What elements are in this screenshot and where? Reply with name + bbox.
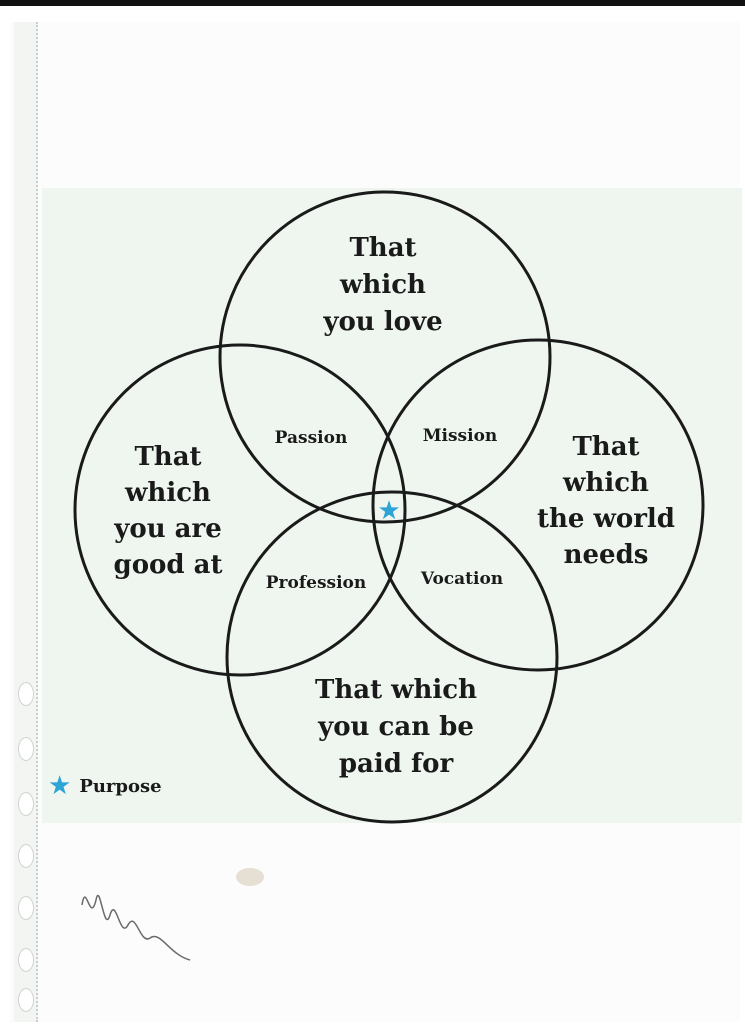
overlap-passion: Passion xyxy=(275,428,348,448)
diagram-paper xyxy=(42,188,742,823)
label-love-line: you love xyxy=(322,307,442,337)
label-good-at-line: which xyxy=(124,478,211,508)
overlap-vocation: Vocation xyxy=(420,569,503,589)
label-good-at: That which you are good at xyxy=(113,442,222,580)
circle-good-at xyxy=(73,343,407,677)
label-paid-for-line: paid for xyxy=(339,749,454,779)
overlap-profession: Profession xyxy=(266,573,367,593)
punch-hole xyxy=(18,682,34,706)
punch-hole xyxy=(18,792,34,816)
label-paid-for-line: That which xyxy=(315,675,477,705)
purpose-star-icon: ★ xyxy=(377,496,400,526)
star-icon: ★ xyxy=(48,771,72,801)
scan-border xyxy=(0,0,745,6)
label-world-needs-line: the world xyxy=(537,504,675,534)
label-good-at-line: That xyxy=(134,442,201,472)
circle-love xyxy=(218,190,552,524)
label-good-at-line: good at xyxy=(114,550,223,580)
punch-hole xyxy=(18,844,34,868)
punch-hole xyxy=(18,988,34,1012)
punch-hole xyxy=(18,896,34,920)
label-good-at-line: you are xyxy=(113,514,222,544)
label-love-line: which xyxy=(339,270,426,300)
legend-label: Purpose xyxy=(79,775,162,797)
punch-hole xyxy=(18,737,34,761)
label-paid-for-line: you can be xyxy=(317,712,474,742)
label-world-needs-line: needs xyxy=(564,540,649,570)
overlap-mission: Mission xyxy=(423,426,498,446)
legend: ★ Purpose xyxy=(48,773,162,799)
binder-edge xyxy=(14,22,38,1022)
signature-scribble xyxy=(81,895,191,961)
circle-world-needs xyxy=(371,338,705,672)
label-world-needs: That which the world needs xyxy=(537,432,675,570)
circle-paid-for xyxy=(225,490,559,824)
label-love: That which you love xyxy=(322,233,442,337)
punch-hole xyxy=(18,948,34,972)
label-love-line: That xyxy=(349,233,416,263)
label-world-needs-line: That xyxy=(572,432,639,462)
label-paid-for: That which you can be paid for xyxy=(315,675,477,779)
paper-stain xyxy=(236,868,264,886)
label-world-needs-line: which xyxy=(562,468,649,498)
